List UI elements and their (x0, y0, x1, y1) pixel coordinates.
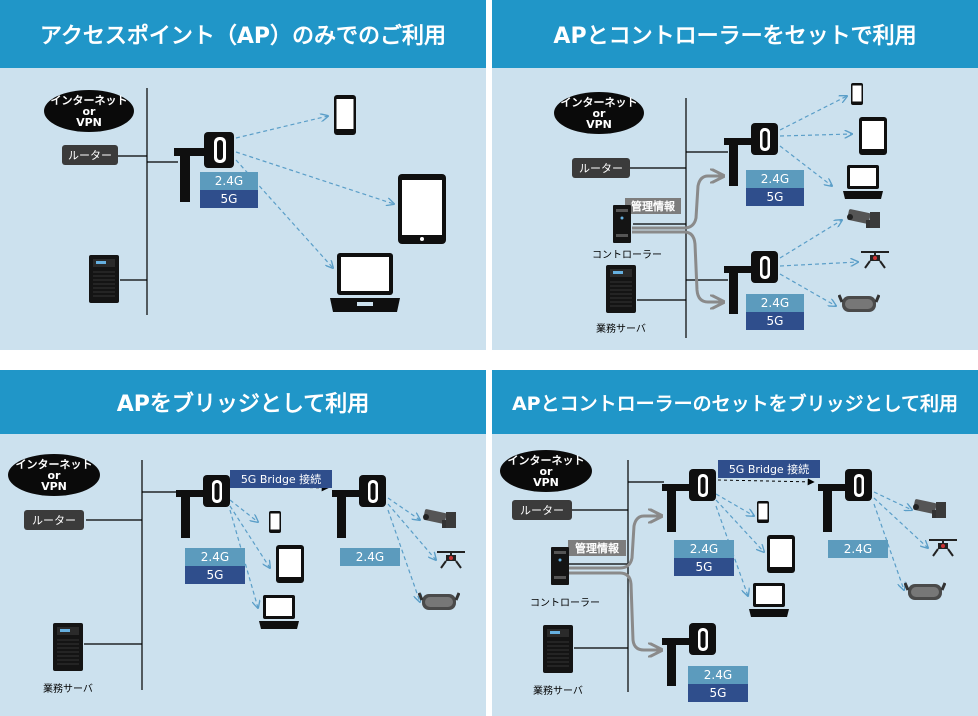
controller-label: コントローラー (530, 598, 600, 609)
cloud-label: or (592, 106, 606, 120)
server-tower-icon (606, 265, 636, 313)
vr-headset-icon (838, 294, 880, 312)
smartphone-icon (334, 95, 356, 135)
security-camera-icon (913, 499, 946, 518)
internet-vpn-cloud: インターネット or VPN (554, 92, 644, 134)
vr-headset-icon (904, 582, 946, 600)
laptop-icon (843, 165, 883, 199)
bridge-connection-label: 5G Bridge 接続 (230, 470, 332, 488)
panel-title: APとコントローラーのセットをブリッジとして利用 (492, 370, 978, 434)
bridge-connection-label: 5G Bridge 接続 (718, 460, 820, 478)
band-24g-badge: 2.4G (200, 172, 258, 190)
server-tower-icon (543, 625, 573, 673)
panel-title: アクセスポイント（AP）のみでのご利用 (0, 0, 486, 68)
panel-ap-controller: APとコントローラーをセットで利用 インターネット or VPN ルーター 管理… (492, 0, 978, 350)
panel-title: APをブリッジとして利用 (0, 370, 486, 434)
band-5g-badge: 5G (746, 312, 804, 330)
band-24g-badge: 2.4G (185, 548, 245, 566)
tablet-icon (767, 535, 795, 573)
vr-headset-icon (418, 592, 460, 610)
band-24g-badge: 2.4G (340, 548, 400, 566)
smartphone-icon (757, 501, 769, 523)
controller-label: コントローラー (592, 250, 662, 261)
laptop-icon (330, 253, 400, 312)
router-box: ルーター (512, 500, 572, 520)
access-point-icon (724, 251, 778, 314)
internet-vpn-cloud: インターネット or VPN (500, 450, 592, 492)
band-24g-badge: 2.4G (674, 540, 734, 558)
server-label: 業務サーバ (533, 686, 583, 697)
server-label: 業務サーバ (596, 324, 646, 335)
cloud-label: VPN (76, 115, 102, 129)
access-point-icon (818, 469, 872, 532)
tablet-icon (859, 117, 887, 155)
cloud-label: インターネット (50, 93, 128, 107)
cloud-label: VPN (533, 475, 559, 489)
security-camera-icon (847, 209, 880, 228)
band-5g-badge: 5G (746, 188, 804, 206)
smartphone-icon (269, 511, 281, 533)
router-box: ルーター (572, 158, 630, 178)
band-24g-badge: 2.4G (828, 540, 888, 558)
laptop-icon (749, 583, 789, 617)
cloud-label: or (539, 464, 553, 478)
smartphone-icon (851, 83, 863, 105)
router-box: ルーター (62, 145, 118, 165)
connection-lines (629, 0, 978, 338)
band-5g-badge: 5G (674, 558, 734, 576)
access-point-icon (662, 469, 716, 532)
internet-vpn-cloud: インターネット or VPN (8, 454, 100, 496)
server-label: 業務サーバ (43, 684, 93, 695)
cloud-label: or (47, 468, 61, 482)
drone-icon (861, 251, 889, 269)
tablet-icon (398, 174, 446, 244)
panel-ap-controller-bridge: APとコントローラーのセットをブリッジとして利用 インターネット or VPN … (492, 370, 978, 716)
internet-vpn-cloud: インターネット or VPN (44, 90, 134, 132)
tablet-icon (276, 545, 304, 583)
band-24g-badge: 2.4G (746, 294, 804, 312)
band-24g-badge: 2.4G (746, 170, 804, 188)
access-point-icon (174, 132, 234, 202)
connection-lines (562, 460, 978, 692)
cloud-label: VPN (586, 117, 612, 131)
laptop-icon (259, 595, 299, 629)
management-info-label: 管理情報 (625, 198, 681, 214)
access-point-icon (724, 123, 778, 186)
band-5g-badge: 5G (200, 190, 258, 208)
router-box: ルーター (24, 510, 84, 530)
cloud-label: インターネット (560, 95, 638, 109)
cloud-label: VPN (41, 479, 67, 493)
controller-unit-icon (613, 205, 631, 243)
drone-icon (929, 539, 957, 557)
band-5g-badge: 5G (688, 684, 748, 702)
management-info-label: 管理情報 (568, 540, 626, 556)
cloud-label: or (82, 104, 96, 118)
drone-icon (437, 551, 465, 569)
cloud-label: インターネット (507, 453, 585, 467)
panel-title: APとコントローラーをセットで利用 (492, 0, 978, 68)
server-tower-icon (53, 623, 83, 671)
security-camera-icon (423, 509, 456, 528)
access-point-icon (176, 475, 230, 538)
cloud-label: インターネット (15, 457, 93, 471)
server-tower-icon (89, 255, 119, 303)
controller-unit-icon (551, 547, 569, 585)
panel-ap-only: アクセスポイント（AP）のみでのご利用 インターネット or VPN ルーター … (0, 0, 486, 350)
access-point-icon (332, 475, 386, 538)
access-point-icon (662, 623, 716, 686)
panel-ap-bridge: APをブリッジとして利用 インターネット or VPN ルーター 5G Brid… (0, 370, 486, 716)
band-5g-badge: 5G (185, 566, 245, 584)
band-24g-badge: 2.4G (688, 666, 748, 684)
